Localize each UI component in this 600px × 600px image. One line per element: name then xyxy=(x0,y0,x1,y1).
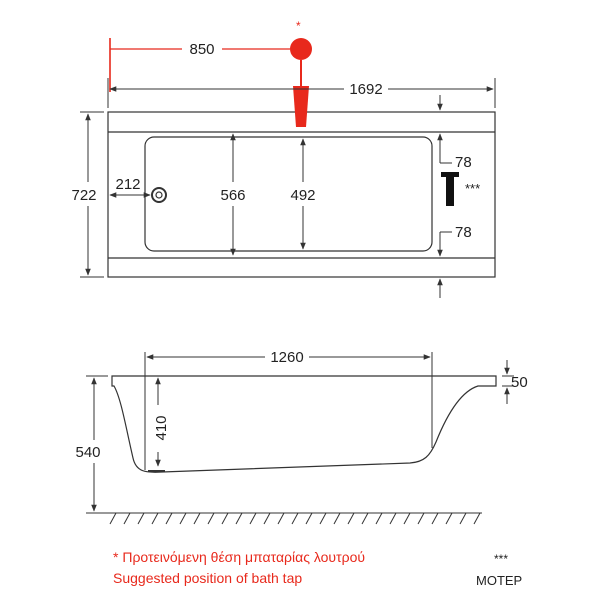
tap-note-greek: * Προτεινόμενη θέση μπαταρίας λουτρού xyxy=(113,549,366,565)
waste-drain-icon xyxy=(151,187,167,203)
motor-note-symbol: *** xyxy=(494,552,509,566)
side-view xyxy=(111,375,497,473)
base-length-dimension: 1260 xyxy=(144,349,433,470)
tap-offset-label: 850 xyxy=(189,41,214,58)
motor-note-label: ΜΟΤΕΡ xyxy=(476,573,523,588)
motor-top-offset-label: 78 xyxy=(455,154,472,171)
waste-offset-label: 212 xyxy=(115,176,140,193)
tap-circle-icon xyxy=(290,38,312,60)
motor-icon xyxy=(446,174,454,206)
base-length-label: 1260 xyxy=(270,349,303,366)
tap-note-english: Suggested position of bath tap xyxy=(113,570,303,586)
motor-dimensions: 78 78 xyxy=(437,95,472,298)
inner-width-outer-label: 566 xyxy=(220,187,245,204)
waste-drain-inner xyxy=(155,191,163,199)
total-height-label: 540 xyxy=(75,444,100,461)
motor-bottom-offset-label: 78 xyxy=(455,224,472,241)
bath-profile-side xyxy=(111,375,497,473)
tap-asterisk: * xyxy=(296,19,301,33)
depth-label: 410 xyxy=(153,415,170,440)
waste-dimension: 212 xyxy=(109,176,151,198)
tap-position: * 850 xyxy=(109,19,312,127)
inner-width-inner-label: 492 xyxy=(290,187,315,204)
length-dimension: 1692 xyxy=(107,78,496,108)
height-dimension: 540 xyxy=(75,375,108,514)
overall-length-label: 1692 xyxy=(349,81,382,98)
inner-width-outer-dimension: 566 xyxy=(220,133,246,256)
basin-outline-top xyxy=(144,136,433,252)
rim-thickness-label: 50 xyxy=(511,374,528,391)
tap-spout-icon xyxy=(293,86,309,127)
motor-marker: *** xyxy=(465,181,480,196)
overall-width-label: 722 xyxy=(71,187,96,204)
inner-width-inner-dimension: 492 xyxy=(290,138,316,250)
rim-dimension: 50 xyxy=(502,360,528,404)
depth-dimension: 410 xyxy=(153,377,170,467)
motor-position: *** xyxy=(441,172,480,206)
floor-hatching xyxy=(106,512,482,525)
width-dimension: 722 xyxy=(71,111,104,278)
